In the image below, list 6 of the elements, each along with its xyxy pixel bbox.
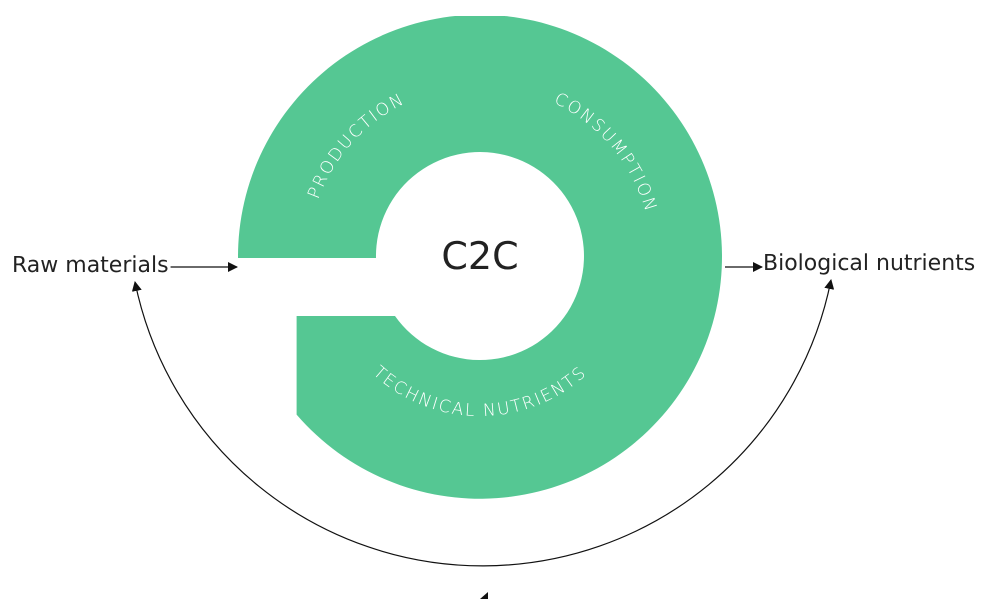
node-label: Raw materials — [12, 252, 169, 280]
center-label: C2C — [440, 233, 520, 280]
curved-arrow — [132, 279, 834, 599]
arrow — [725, 262, 763, 272]
node-label: Biological nutrients — [763, 250, 976, 278]
arrow — [170, 262, 238, 272]
